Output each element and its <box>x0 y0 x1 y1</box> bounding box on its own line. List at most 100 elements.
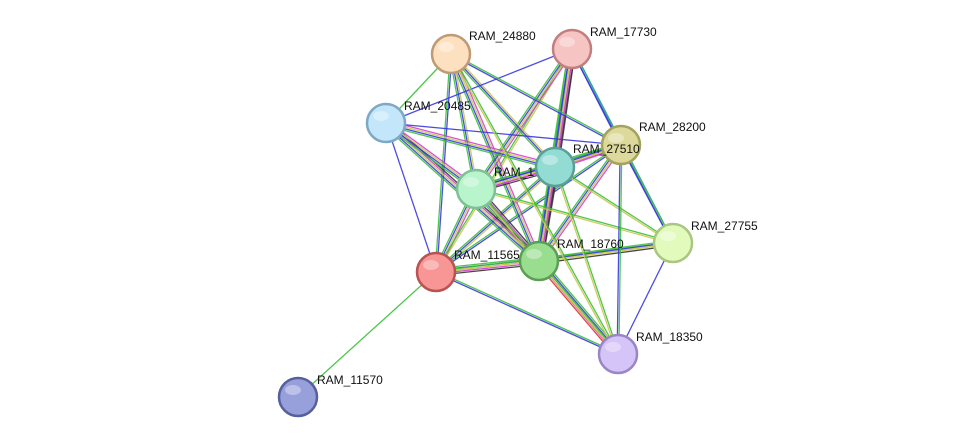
edge-line-yellow <box>554 167 673 245</box>
edge-line-green <box>435 143 621 272</box>
node-circle[interactable] <box>652 222 694 264</box>
edge-line-blue <box>616 144 621 354</box>
node-RAM_11570[interactable]: RAM_11570 <box>277 373 383 418</box>
node-circle[interactable] <box>518 240 560 282</box>
edge-RAM_28200-RAM_18350 <box>616 144 623 355</box>
node-label: RAM_28200 <box>639 120 706 134</box>
node-label: RAM_1 <box>494 165 534 179</box>
node-circle[interactable] <box>551 28 593 70</box>
node-circle[interactable] <box>415 251 457 293</box>
edge-line-yellow <box>451 53 541 261</box>
edge-RAM_27510-RAM_18350 <box>553 166 620 355</box>
edge-line-yellow <box>449 54 618 355</box>
edge-RAM_20485-RAM_17730 <box>385 48 573 124</box>
edge-line-magenta <box>477 50 575 191</box>
node-RAM_11565[interactable]: RAM_11565 <box>415 248 520 293</box>
edge-RAM_1-RAM_24880 <box>448 53 479 190</box>
edge-line-blue <box>385 122 622 146</box>
node-highlight <box>542 155 558 165</box>
edge-line-yellow <box>539 145 623 262</box>
node-highlight <box>660 231 676 241</box>
edge-line-blue <box>385 123 555 169</box>
node-circle[interactable] <box>597 333 639 375</box>
edge-line-green <box>385 124 555 171</box>
node-highlight <box>438 42 454 52</box>
edge-line-yellow <box>539 243 674 263</box>
edge-RAM_27510-RAM_20485 <box>385 119 556 171</box>
node-circle[interactable] <box>455 168 497 210</box>
node-label: RAM_11570 <box>317 373 383 387</box>
edge-line-blue <box>538 241 673 261</box>
node-RAM_18760[interactable]: RAM_18760 <box>518 237 624 282</box>
edge-line-yellow <box>476 49 574 190</box>
edge-line-green <box>436 270 619 354</box>
edge-RAM_11565-RAM_20485 <box>385 122 437 273</box>
node-label: RAM_27510 <box>573 142 640 156</box>
edge-line-red <box>535 262 616 357</box>
node-circle[interactable] <box>365 102 407 144</box>
edge-RAM_27510-RAM_24880 <box>449 52 557 169</box>
node-RAM_1[interactable]: RAM_1 <box>455 165 534 210</box>
edge-line-green <box>448 54 538 263</box>
edge-line-green <box>297 271 437 398</box>
edge-line-green <box>451 53 620 354</box>
edge-line-green <box>555 165 674 243</box>
node-label: RAM_17730 <box>590 25 657 39</box>
edge-line-green <box>473 47 571 188</box>
edge-line-yellow <box>386 121 556 167</box>
node-circle[interactable] <box>277 376 319 418</box>
edge-RAM_24880-RAM_18350 <box>449 53 620 355</box>
node-highlight <box>605 342 621 352</box>
node-label: RAM_27755 <box>691 219 758 233</box>
node-highlight <box>463 177 479 187</box>
edge-line-blue <box>435 272 618 356</box>
edge-line-blue <box>385 122 437 273</box>
edge-line-blue <box>539 259 620 354</box>
node-highlight <box>285 385 301 395</box>
edge-line-blue <box>385 48 573 124</box>
edge-line-green <box>618 145 623 355</box>
node-circle[interactable] <box>430 33 472 75</box>
edge-RAM_11565-RAM_28200 <box>435 143 622 274</box>
edge-line-green <box>448 54 475 190</box>
node-highlight <box>373 111 389 121</box>
node-label: RAM_18350 <box>636 330 703 344</box>
edge-line-green <box>451 52 622 145</box>
edge-line-green <box>536 143 620 260</box>
edge-line-yellow <box>452 53 479 189</box>
edge-RAM_11565-RAM_11570 <box>297 271 437 398</box>
edge-RAM_24880-RAM_28200 <box>450 52 622 147</box>
edge-line-yellow <box>475 189 673 245</box>
node-circle[interactable] <box>600 124 642 166</box>
edge-line-blue <box>436 145 622 274</box>
edge-line-green <box>449 54 555 169</box>
node-RAM_28200[interactable]: RAM_28200 <box>600 120 706 166</box>
edge-line-blue <box>450 53 556 168</box>
edge-RAM_1-RAM_27755 <box>475 187 674 245</box>
node-RAM_27755[interactable]: RAM_27755 <box>652 219 758 264</box>
node-highlight <box>559 37 575 47</box>
node-label: RAM_11565 <box>454 248 520 262</box>
node-RAM_27510[interactable]: RAM_27510 <box>534 142 640 188</box>
edge-line-green <box>538 239 673 260</box>
node-circle[interactable] <box>534 146 576 188</box>
edge-line-black <box>539 244 674 265</box>
edge-line-blue <box>474 48 572 189</box>
node-RAM_17730[interactable]: RAM_17730 <box>551 25 657 70</box>
node-RAM_20485[interactable]: RAM_20485 <box>365 99 471 144</box>
node-RAM_24880[interactable]: RAM_24880 <box>430 29 536 75</box>
node-highlight <box>526 249 542 259</box>
edge-RAM_18760-RAM_27755 <box>538 239 674 265</box>
edge-line-yellow <box>451 52 557 167</box>
edge-RAM_11565-RAM_18350 <box>435 270 619 356</box>
edge-RAM_1-RAM_17730 <box>473 47 575 191</box>
edge-line-yellow <box>553 167 618 355</box>
node-label: RAM_20485 <box>404 99 471 113</box>
edge-line-green <box>555 166 620 354</box>
edge-line-blue <box>537 144 621 261</box>
edge-line-green <box>476 187 674 243</box>
node-RAM_18350[interactable]: RAM_18350 <box>597 330 703 375</box>
edge-line-magenta <box>386 119 556 166</box>
node-label: RAM_24880 <box>469 29 536 43</box>
